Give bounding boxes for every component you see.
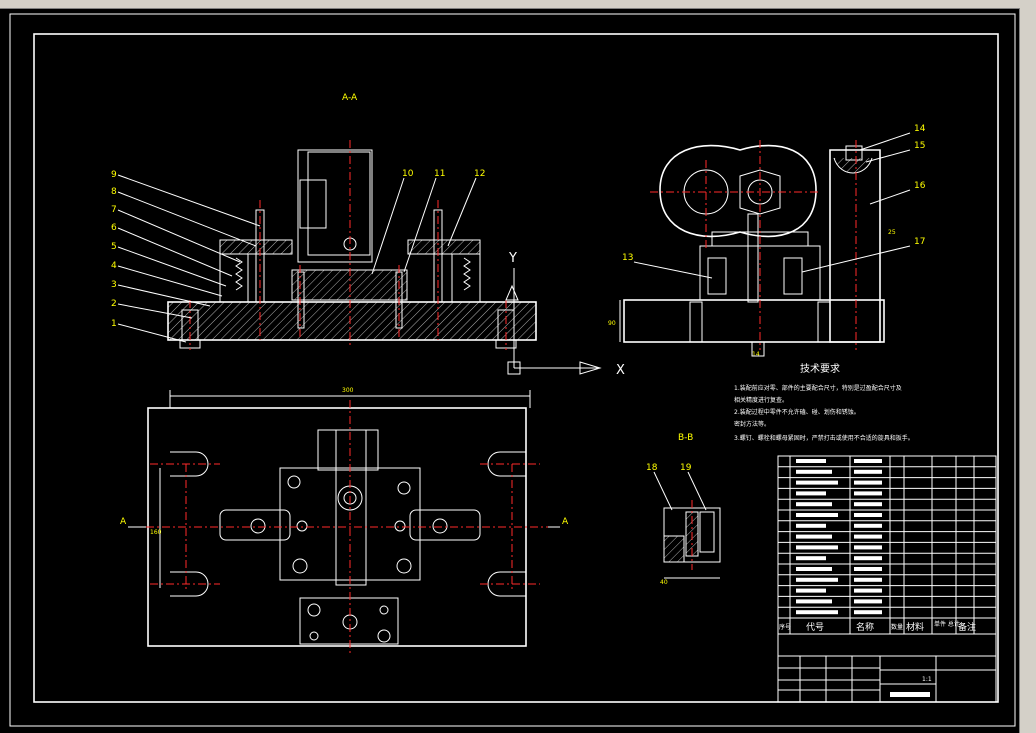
bom-name-cell xyxy=(854,459,882,463)
hdr-qty: 数量 xyxy=(891,623,903,631)
vertical-scrollbar[interactable] xyxy=(1019,8,1036,733)
hdr-weight: 单件 总计 xyxy=(934,620,960,628)
bom-code-cell xyxy=(796,577,838,582)
inner-border xyxy=(33,33,999,703)
bom-name-cell xyxy=(854,556,882,561)
bom-name-cell xyxy=(854,491,882,496)
outer-border xyxy=(9,13,1016,727)
leader-17: 17 xyxy=(914,237,925,247)
bom-code-cell xyxy=(796,469,832,474)
leaders-left: 9 8 7 6 5 4 3 2 1 xyxy=(111,170,261,343)
window-title-bar xyxy=(0,0,1036,9)
leader-12: 12 xyxy=(474,169,485,179)
hdr-note: 备注 xyxy=(958,621,976,633)
dim-14: 14 xyxy=(752,351,760,358)
leader-19: 19 xyxy=(680,463,692,473)
tech-title: 技术要求 xyxy=(800,362,840,375)
dim-90: 90 xyxy=(608,320,616,327)
leader-3: 3 xyxy=(111,280,117,290)
bom-name-cell xyxy=(854,599,882,604)
leader-10: 10 xyxy=(402,169,414,179)
bom-code-cell xyxy=(796,502,832,507)
bom-name-cell xyxy=(854,534,882,539)
bom-code-cell xyxy=(796,480,838,485)
leader-9: 9 xyxy=(111,170,117,180)
scale-value: 1:1 xyxy=(922,676,932,683)
tech-line-2b: 密封方法等。 xyxy=(734,420,770,428)
side-view: 90 14 25 14 15 16 17 13 xyxy=(608,124,926,358)
axis-x-label: X xyxy=(616,363,625,378)
leader-5: 5 xyxy=(111,242,117,252)
bom-code-cell xyxy=(796,545,838,550)
bom-name-cell xyxy=(854,513,882,517)
tech-line-1b: 相关精度进行复查。 xyxy=(734,396,788,404)
bom-name-cell xyxy=(854,588,882,593)
section-bb-label: B-B xyxy=(678,433,693,443)
bom-name-cell xyxy=(854,469,882,474)
section-bb-view: B-B 18 19 40 xyxy=(646,433,721,586)
bom-name-cell xyxy=(854,567,882,571)
hdr-code: 代号 xyxy=(806,622,824,633)
bom-rows xyxy=(778,455,996,615)
ucs-icon: Y X xyxy=(507,251,625,378)
bom-code-cell xyxy=(796,459,826,463)
leader-1: 1 xyxy=(111,319,117,329)
leader-8: 8 xyxy=(111,187,117,197)
leader-15: 15 xyxy=(914,141,925,151)
section-aa-view: A-A xyxy=(111,93,625,378)
leader-18: 18 xyxy=(646,463,658,473)
leader-7: 7 xyxy=(111,205,117,215)
tech-requirements: 技术要求 1.装配前应对零、部件的主要配合尺寸，特别是过盈配合尺寸及 相关精度进… xyxy=(734,362,914,442)
leader-16: 16 xyxy=(914,181,926,191)
tech-line-2: 2.装配过程中零件不允许磕、碰、划伤和锈蚀。 xyxy=(734,408,860,416)
leader-13: 13 xyxy=(622,253,633,263)
axis-y-label: Y xyxy=(508,251,517,266)
bom-code-cell xyxy=(796,588,826,593)
dim-300: 300 xyxy=(342,387,354,394)
tech-line-1: 1.装配前应对零、部件的主要配合尺寸，特别是过盈配合尺寸及 xyxy=(734,384,902,392)
dim-160: 160 xyxy=(150,529,162,536)
bom-name-cell xyxy=(854,502,882,507)
cut-a-left: A xyxy=(120,517,127,527)
tech-line-3: 3.螺钉、螺栓和螺母紧固时，严禁打击或使用不合适的旋具和扳手。 xyxy=(734,434,914,442)
bom-code-cell xyxy=(796,556,826,561)
leader-11: 11 xyxy=(434,169,445,179)
leader-6: 6 xyxy=(111,223,117,233)
leader-14: 14 xyxy=(914,124,926,134)
bom-code-cell xyxy=(796,513,838,517)
cut-a-right: A xyxy=(562,517,569,527)
leader-2: 2 xyxy=(111,299,117,309)
leader-4: 4 xyxy=(111,261,117,271)
hdr-material: 材料 xyxy=(906,621,924,633)
title-block: 序号 代号 名称 数量 材料 单件 总计 备注 1:1 xyxy=(777,455,997,703)
bom-code-cell xyxy=(796,523,826,528)
bom-name-cell xyxy=(854,577,882,582)
section-aa-label: A-A xyxy=(342,93,358,103)
hdr-name: 名称 xyxy=(856,621,874,633)
plan-view: 300 160 xyxy=(120,387,569,655)
hdr-no: 序号 xyxy=(779,623,791,631)
bom-code-cell xyxy=(796,534,832,539)
bom-name-cell xyxy=(854,545,882,550)
bom-code-cell xyxy=(796,610,838,615)
dim-25: 25 xyxy=(888,229,896,236)
bom-name-cell xyxy=(854,523,882,528)
bom-name-cell xyxy=(854,480,882,485)
leaders-top: 10 11 12 xyxy=(371,169,485,275)
bom-code-cell xyxy=(796,491,826,496)
bom-code-cell xyxy=(796,567,832,571)
dim-bb: 40 xyxy=(660,579,668,586)
bom-name-cell xyxy=(854,610,882,615)
bom-code-cell xyxy=(796,599,832,604)
